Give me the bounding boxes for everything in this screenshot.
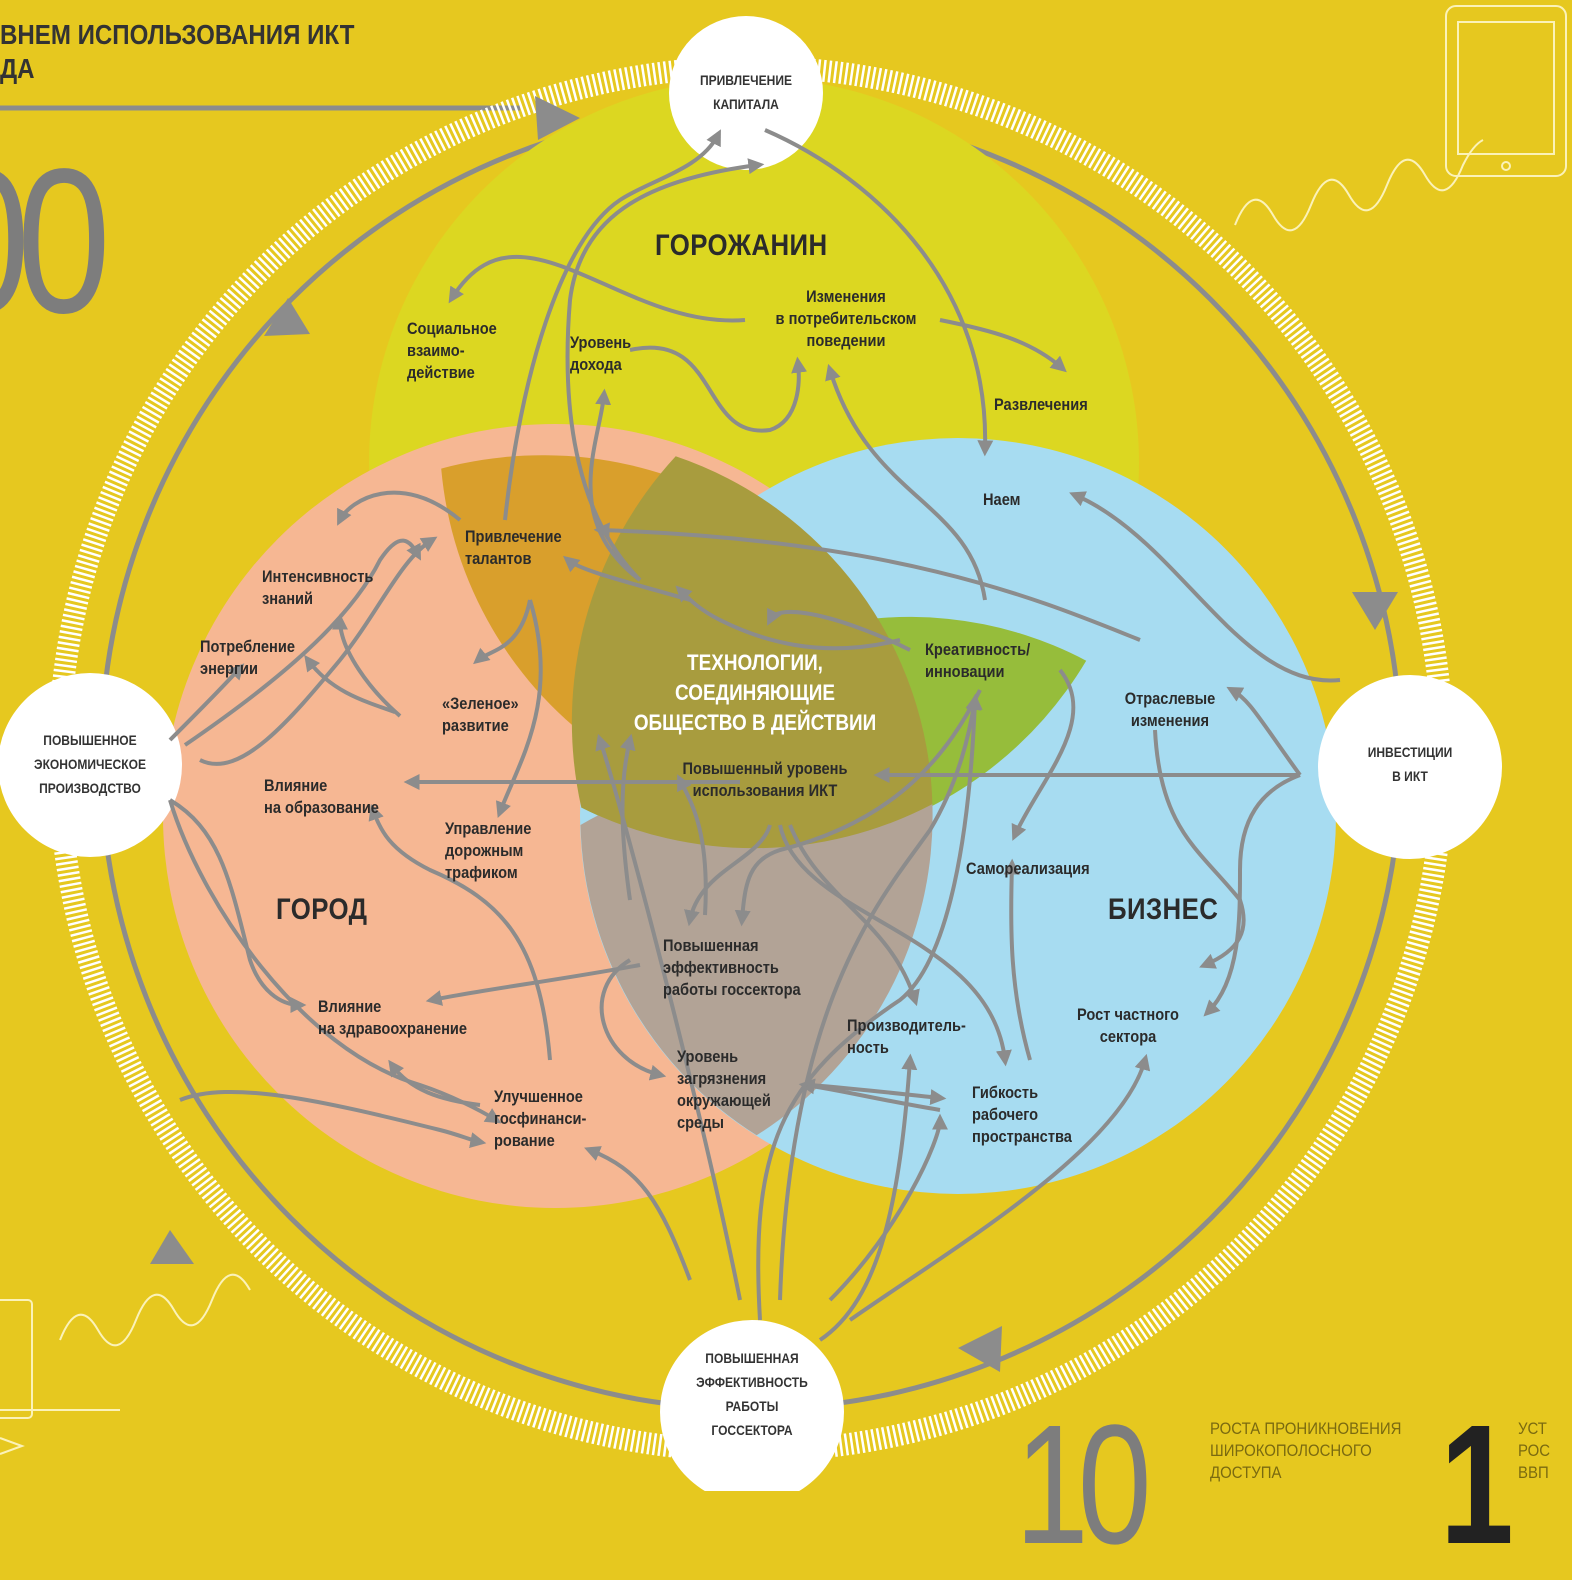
node-self-realization: Самореализация: [966, 859, 1090, 878]
hub-left-label: ПОВЫШЕННОЕ ЭКОНОМИЧЕСКОЕ ПРОИЗВОДСТВО: [34, 732, 146, 796]
node-productivity: Производитель- ность: [847, 1016, 966, 1057]
decorative-wave-top-right: [1234, 139, 1484, 232]
node-workspace-flexibility: Гибкость рабочего пространства: [972, 1083, 1072, 1146]
hub-right-label: ИНВЕСТИЦИИ В ИКТ: [1367, 744, 1453, 784]
hub-top-label: ПРИВЛЕЧЕНИЕ КАПИТАЛА: [699, 72, 793, 112]
overlap-center: [571, 456, 933, 849]
big-number-left: 00: [0, 126, 111, 356]
node-gov-efficiency: Повышенная эффективность работы госсекто…: [663, 936, 801, 999]
hub-bottom: [660, 1320, 844, 1491]
ict-diagram: [0, 5, 1567, 1491]
heading-business: БИЗНЕС: [1108, 893, 1219, 926]
node-knowledge-intensity: Интенсивность знаний: [262, 567, 374, 608]
node-consumer-behavior: Изменения в потребительском поведении: [775, 287, 917, 350]
node-creativity-innovation: Креативность/ инновации: [925, 640, 1031, 681]
cycle-arrow-left-upper: [264, 298, 310, 336]
node-social-interaction: Социальное взаимо- действие: [407, 319, 497, 382]
cycle-arrow-top: [535, 96, 580, 140]
cycle-arrow-left: [150, 1230, 194, 1264]
node-hiring: Наем: [983, 490, 1021, 509]
node-traffic-management: Управление дорожным трафиком: [445, 819, 532, 882]
page-title: ВНЕМ ИСПОЛЬЗОВАНИЯ ИКТ ДА: [0, 19, 355, 84]
node-industry-changes: Отраслевые изменения: [1124, 689, 1216, 730]
stat-number-1: 1: [1440, 1390, 1514, 1580]
node-private-sector: Рост частного сектора: [1077, 1005, 1179, 1046]
hub-bottom-label: ПОВЫШЕННАЯ ЭФФЕКТИВНОСТЬ РАБОТЫ ГОССЕКТО…: [696, 1350, 808, 1438]
connector-arrows: [168, 128, 1341, 1342]
cycle-arrow-right: [1352, 592, 1398, 630]
tablet-icon-partial: [0, 1299, 33, 1455]
heading-citizen: ГОРОЖАНИН: [655, 229, 828, 262]
node-energy-consumption: Потребление энергии: [200, 637, 295, 678]
stat-caption-10: РОСТА ПРОНИКНОВЕНИЯ ШИРОКОПОЛОСНОГО ДОСТ…: [1210, 1419, 1402, 1482]
hub-right: [1318, 675, 1502, 859]
node-pollution-level: Уровень загрязнения окружающей среды: [677, 1047, 771, 1132]
node-gov-financing: Улучшенное госфинанси- рование: [494, 1087, 587, 1150]
node-green-development: «Зеленое» развитие: [442, 694, 519, 735]
node-ict-usage: Повышенный уровень использования ИКТ: [682, 759, 848, 800]
node-talent-attraction: Привлечение талантов: [465, 527, 562, 568]
cycle-arrow-bottom: [958, 1326, 1002, 1372]
heading-city: ГОРОД: [276, 893, 368, 926]
tablet-icon: [1445, 5, 1567, 177]
stat-number-10: 10: [1015, 1390, 1152, 1580]
stat-caption-1: УСТ РОС ВВП: [1518, 1419, 1551, 1482]
center-title: ТЕХНОЛОГИИ, СОЕДИНЯЮЩИЕ ОБЩЕСТВО В ДЕЙСТ…: [633, 650, 877, 735]
node-income-level: Уровень дохода: [570, 333, 632, 374]
node-entertainment: Развлечения: [994, 395, 1088, 414]
node-education-impact: Влияние на образование: [264, 776, 379, 817]
hub-left: [0, 673, 182, 857]
decorative-wave-bottom-left: [59, 1273, 251, 1347]
node-health-impact: Влияние на здравоохранение: [318, 997, 468, 1038]
